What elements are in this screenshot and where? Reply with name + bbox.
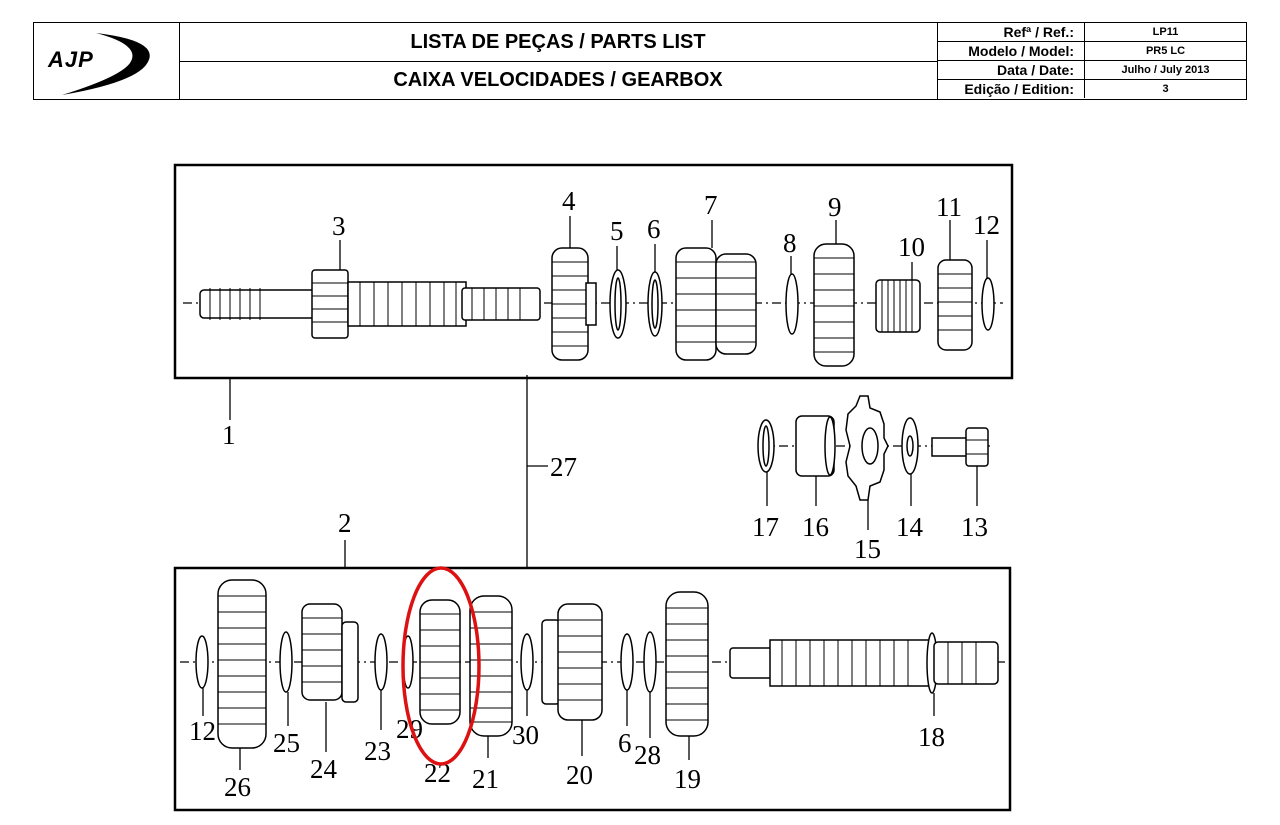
circlip-part-23 <box>374 633 388 691</box>
top-leader-lines <box>229 216 988 568</box>
callout-12-lower: 12 <box>189 716 216 746</box>
edition-value: 3 <box>1162 83 1169 95</box>
highlight-circle-part-22 <box>401 566 481 766</box>
ref-label: Refª / Ref.: <box>937 23 1085 41</box>
input-shaft <box>199 269 541 339</box>
date-label: Data / Date: <box>937 61 1085 79</box>
edition-label: Edição / Edition: <box>937 80 1085 98</box>
gear-part-11 <box>937 259 973 351</box>
sprocket-part-15 <box>845 395 889 501</box>
output-shaft-assembly <box>180 579 1005 749</box>
callout-10: 10 <box>898 232 925 262</box>
logo-cell: AJP <box>34 23 180 99</box>
ref-value: LP11 <box>1152 26 1179 38</box>
ajp-logo-swoosh <box>62 33 150 95</box>
callout-30: 30 <box>512 720 539 750</box>
model-value: PR5 LC <box>1145 45 1186 57</box>
input-shaft-frame <box>173 163 1014 380</box>
gear-part-7 <box>675 247 757 361</box>
callout-3: 3 <box>332 211 346 241</box>
callout-2: 2 <box>338 508 352 538</box>
info-table: Refª / Ref.: LP11 Modelo / Model: PR5 LC… <box>937 23 1246 99</box>
bolt-part-13 <box>931 427 989 467</box>
gear-part-19 <box>665 591 709 737</box>
callout-18: 18 <box>918 722 945 752</box>
callout-5: 5 <box>610 216 624 246</box>
gear-part-24 <box>301 603 359 703</box>
info-row-model: Modelo / Model: PR5 LC <box>937 42 1246 61</box>
circlip-part-6-lower <box>620 633 634 691</box>
bushing-part-16 <box>795 415 836 477</box>
callout-23: 23 <box>364 736 391 766</box>
circlip-part-30 <box>520 633 534 691</box>
output-shaft-part-18 <box>729 632 999 694</box>
input-shaft-assembly <box>183 243 1003 367</box>
callout-15: 15 <box>854 534 881 564</box>
gear-part-9 <box>813 243 855 367</box>
info-row-date: Data / Date: Julho / July 2013 <box>937 61 1246 80</box>
washer-part-12-lower <box>195 635 209 689</box>
callout-4: 4 <box>562 186 576 216</box>
document-title: LISTA DE PEÇAS / PARTS LIST <box>179 23 937 62</box>
callout-7: 7 <box>704 190 718 220</box>
callout-6: 6 <box>647 214 661 244</box>
gear-part-22 <box>419 599 461 725</box>
title-cell: LISTA DE PEÇAS / PARTS LIST CAIXA VELOCI… <box>179 23 938 99</box>
gear-part-21 <box>469 595 513 737</box>
info-row-ref: Refª / Ref.: LP11 <box>937 23 1246 42</box>
callout-17: 17 <box>752 512 779 542</box>
title-block: AJP LISTA DE PEÇAS / PARTS LIST CAIXA VE… <box>33 22 1247 100</box>
section-title: CAIXA VELOCIDADES / GEARBOX <box>393 68 723 91</box>
date-value: Julho / July 2013 <box>1121 64 1210 76</box>
callout-24: 24 <box>310 754 338 784</box>
callout-21: 21 <box>472 764 499 794</box>
info-row-edition: Edição / Edition: 3 <box>937 80 1246 99</box>
bottom-leader-lines <box>202 688 935 770</box>
callout-6-lower: 6 <box>618 728 632 758</box>
callout-26: 26 <box>224 772 251 802</box>
ajp-logo-text: AJP <box>48 47 94 72</box>
washer-part-28 <box>643 631 657 693</box>
callout-11: 11 <box>936 192 962 222</box>
callout-14: 14 <box>896 512 924 542</box>
callout-25: 25 <box>273 728 300 758</box>
callout-16: 16 <box>802 512 829 542</box>
sprocket-assembly <box>757 395 990 501</box>
gear-part-26 <box>217 579 267 749</box>
gear-part-20 <box>541 603 603 721</box>
callout-8: 8 <box>783 228 797 258</box>
callout-27: 27 <box>550 452 577 482</box>
callout-1: 1 <box>222 420 236 450</box>
callout-9: 9 <box>828 192 842 222</box>
callout-20: 20 <box>566 760 593 790</box>
callout-28: 28 <box>634 740 661 770</box>
callout-13: 13 <box>961 512 988 542</box>
middle-leader-lines <box>766 466 978 530</box>
output-shaft-frame <box>173 566 1012 812</box>
washer-part-25 <box>279 631 293 693</box>
gear-part-4 <box>551 247 597 361</box>
callout-12: 12 <box>973 210 1000 240</box>
washer-part-12 <box>981 277 995 331</box>
circlip-part-8 <box>785 273 799 335</box>
needle-bearing-part-10 <box>875 279 921 333</box>
callout-19: 19 <box>674 764 701 794</box>
model-label: Modelo / Model: <box>937 42 1085 60</box>
